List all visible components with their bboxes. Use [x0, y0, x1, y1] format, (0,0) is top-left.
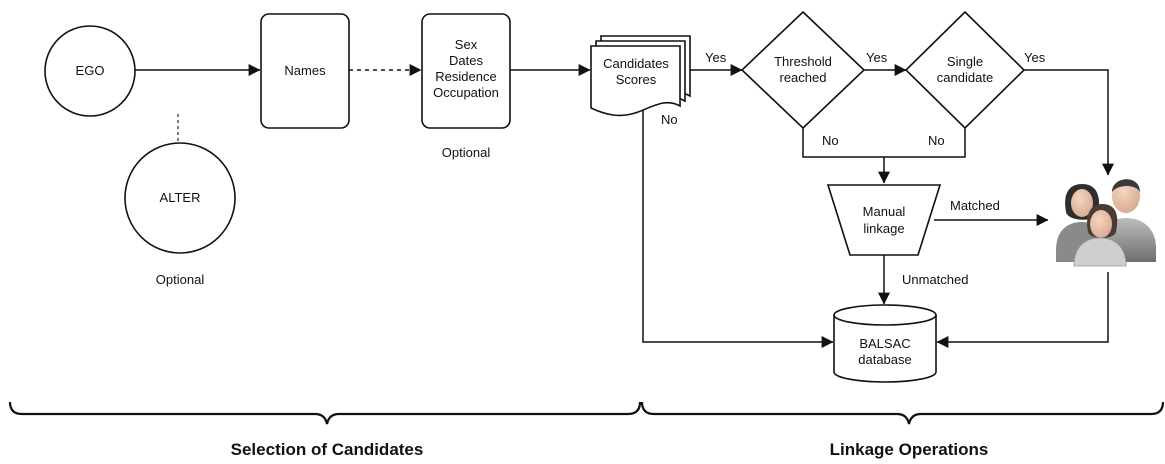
- edge-label-matched: Matched: [950, 198, 1000, 213]
- attribute-residence: Residence: [435, 69, 496, 84]
- edge-label-threshold-yes: Yes: [866, 50, 888, 65]
- alter-node: ALTER: [124, 142, 236, 254]
- edge-candidates-database: [642, 110, 834, 348]
- manual-linkage-node: Manual linkage: [826, 184, 942, 256]
- edge-label-single-yes: Yes: [1024, 50, 1046, 65]
- edge-single-people: [1024, 69, 1114, 176]
- balsac-label: BALSAC: [859, 336, 910, 351]
- scores-label: Scores: [616, 72, 657, 87]
- candidates-node: Candidates Scores: [590, 35, 691, 117]
- edge-label-threshold-no: No: [822, 133, 839, 148]
- edge-label-unmatched: Unmatched: [902, 272, 968, 287]
- attribute-sex: Sex: [455, 37, 478, 52]
- attributes-optional-note: Optional: [442, 145, 491, 160]
- reached-label: reached: [780, 70, 827, 85]
- threshold-label: Threshold: [774, 54, 832, 69]
- left-section-brace: [8, 401, 642, 425]
- ego-label: EGO: [76, 63, 105, 78]
- linkage-label: linkage: [863, 221, 904, 236]
- balsac-database-node: BALSAC database: [833, 304, 937, 383]
- connectors: [135, 64, 1114, 348]
- threshold-decision: Threshold reached: [740, 10, 866, 130]
- manual-label: Manual: [863, 204, 906, 219]
- attributes-node: Sex Dates Residence Occupation: [421, 13, 511, 129]
- names-label: Names: [284, 63, 326, 78]
- alter-label: ALTER: [160, 190, 201, 205]
- section-label-linkage: Linkage Operations: [830, 440, 989, 459]
- edge-label-candidates-no: No: [661, 112, 678, 127]
- database-label: database: [858, 352, 912, 367]
- people-group-icon: [1056, 179, 1156, 267]
- names-node: Names: [260, 13, 350, 129]
- candidate-label: candidate: [937, 70, 993, 85]
- attribute-occupation: Occupation: [433, 85, 499, 100]
- single-label: Single: [947, 54, 983, 69]
- edge-label-single-no: No: [928, 133, 945, 148]
- ego-node: EGO: [44, 25, 136, 117]
- edge-people-database: [936, 272, 1109, 348]
- section-label-selection: Selection of Candidates: [231, 440, 424, 459]
- edge-label-candidates-yes: Yes: [705, 50, 727, 65]
- single-candidate-decision: Single candidate: [904, 10, 1026, 130]
- right-section-brace: [640, 401, 1165, 425]
- attribute-dates: Dates: [449, 53, 483, 68]
- alter-optional-note: Optional: [156, 272, 205, 287]
- candidates-label: Candidates: [603, 56, 669, 71]
